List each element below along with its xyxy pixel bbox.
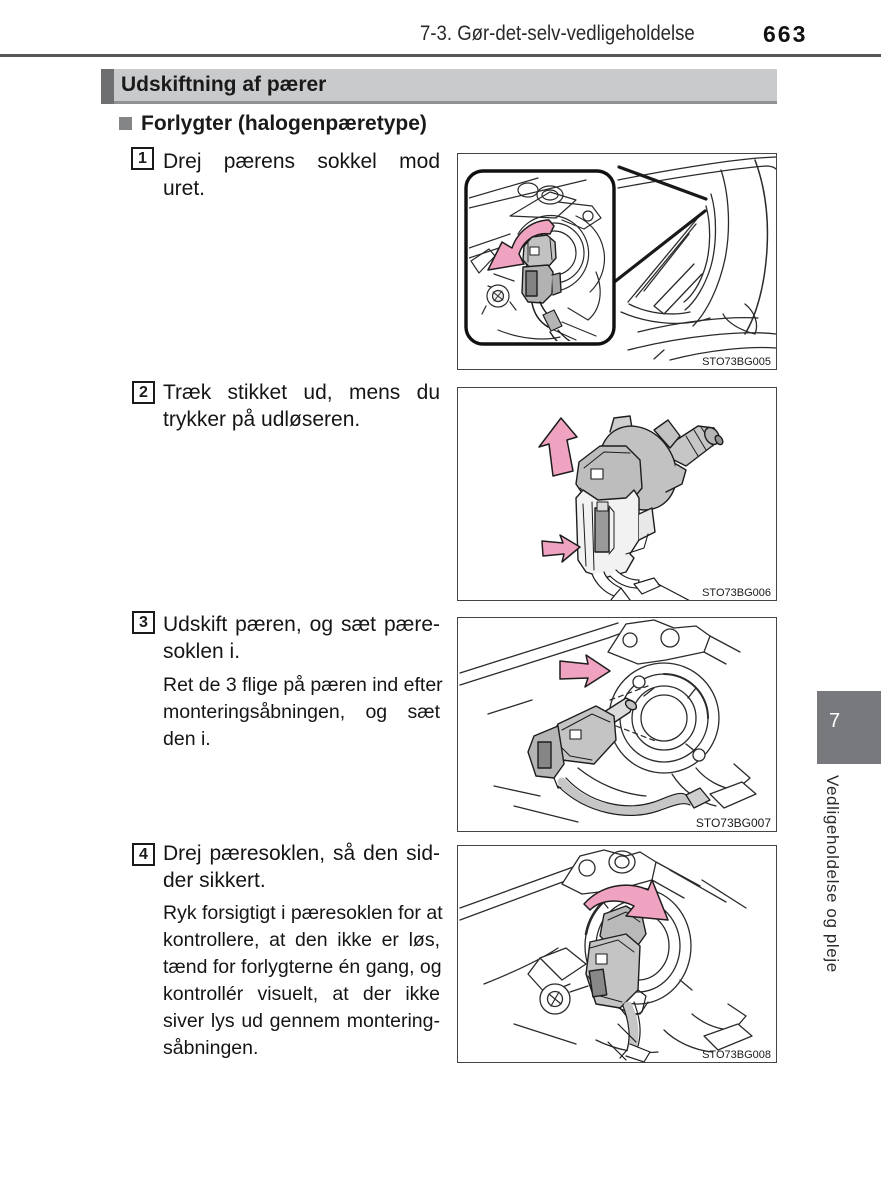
svg-text:STO73BG005: STO73BG005 xyxy=(702,356,771,368)
svg-text:STO73BG007: STO73BG007 xyxy=(696,816,771,830)
svg-text:STO73BG008: STO73BG008 xyxy=(702,1049,771,1061)
svg-text:STO73BG006: STO73BG006 xyxy=(702,587,771,599)
